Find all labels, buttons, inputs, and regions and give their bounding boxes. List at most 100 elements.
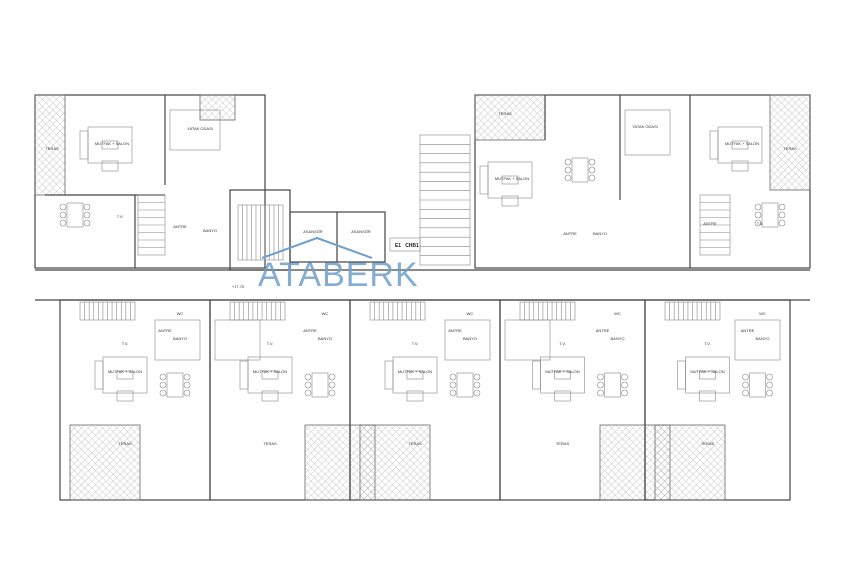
room-label-living: MUTFAK + SALON: [95, 141, 129, 146]
dining-table: [456, 372, 474, 398]
rug: [247, 356, 293, 394]
room-label-tv: T.V.: [117, 214, 124, 219]
armchair: [554, 390, 571, 402]
terrace: [769, 94, 811, 191]
dining-table: [311, 372, 329, 398]
room-label-entrance: ANTRE: [703, 221, 717, 226]
dining-table: [749, 372, 766, 398]
chair: [328, 373, 336, 381]
chair: [159, 381, 167, 389]
room-label-tv: T.V.: [267, 341, 274, 346]
chair: [766, 373, 773, 381]
chair: [83, 211, 91, 219]
sofa: [532, 360, 541, 390]
chair: [59, 203, 67, 211]
room-label-bath: BANYO: [610, 336, 624, 341]
sofa: [79, 130, 89, 160]
room-label-living: MUTFAK + SALON: [725, 141, 759, 146]
chair: [449, 381, 457, 389]
chair: [766, 381, 773, 389]
rug: [392, 356, 438, 394]
bed: [169, 109, 221, 151]
room-label-entrance: ANTRE: [563, 231, 577, 236]
chair: [778, 211, 786, 219]
chair: [778, 219, 786, 227]
coffee-table: [501, 175, 519, 185]
coffee-table: [699, 370, 716, 380]
coffee-table: [261, 370, 279, 380]
terrace: [474, 94, 546, 141]
chair: [449, 389, 457, 397]
chair: [588, 158, 596, 166]
rug: [102, 356, 148, 394]
coffee-table: [406, 370, 424, 380]
chair: [328, 381, 336, 389]
chair: [183, 373, 191, 381]
room-label-terrace: TERAS: [701, 441, 715, 446]
room-label-entrance: ANTRE: [303, 328, 317, 333]
chair: [597, 381, 604, 389]
room-label-tv: T.V.: [704, 341, 711, 346]
room-label-wc: WC: [177, 311, 184, 316]
armchair: [261, 390, 279, 402]
dining-table: [604, 372, 621, 398]
room-label-elevator: ASANSÖR: [351, 229, 371, 234]
chair: [621, 389, 628, 397]
room-label-tv: T.V.: [757, 221, 764, 226]
chair: [473, 381, 481, 389]
sofa: [677, 360, 686, 390]
room-label-bath: BANYO: [203, 228, 217, 233]
rug: [540, 356, 585, 394]
chair: [83, 203, 91, 211]
chair: [778, 203, 786, 211]
chair: [597, 373, 604, 381]
room-label-bath: BANYO: [318, 336, 332, 341]
bath: [444, 319, 491, 361]
room-label-entrance: ANTRE: [596, 328, 610, 333]
room-label-entrance: ANTRE: [741, 328, 755, 333]
bath: [504, 319, 551, 361]
chair: [59, 219, 67, 227]
room-label-entrance: ANTRE: [448, 328, 462, 333]
chair: [304, 381, 312, 389]
armchair: [731, 160, 749, 172]
chair: [742, 389, 749, 397]
chair: [159, 373, 167, 381]
room-label-living: MUTFAK + SALON: [495, 176, 529, 181]
chair: [588, 174, 596, 182]
room-label-terrace: TERAS: [556, 441, 570, 446]
chair: [621, 381, 628, 389]
chair: [564, 158, 572, 166]
room-label-chb1: CHB1: [405, 243, 419, 249]
room-label-wc: WC: [614, 311, 621, 316]
chair: [588, 166, 596, 174]
room-label-entrance: ANTRE: [158, 328, 172, 333]
watermark-logo: ATABERK: [258, 256, 419, 294]
sofa: [479, 165, 489, 195]
dining-table: [66, 202, 84, 228]
chair: [59, 211, 67, 219]
chair: [754, 211, 762, 219]
chair: [159, 389, 167, 397]
chair: [328, 389, 336, 397]
coffee-table: [554, 370, 571, 380]
room-label-wc: WC: [759, 311, 766, 316]
dining-table: [166, 372, 184, 398]
chair: [754, 219, 762, 227]
room-label-e1: E1: [395, 243, 401, 249]
coffee-table: [101, 140, 119, 150]
bath: [734, 319, 781, 361]
room-label-living: MUTFAK + SALON: [690, 369, 724, 374]
sofa: [709, 130, 719, 160]
chair: [473, 373, 481, 381]
chair: [766, 389, 773, 397]
room-label-level: +17.70: [232, 284, 245, 289]
room-label-terrace: TERAS: [263, 441, 277, 446]
room-label-terrace: TERAS: [498, 111, 512, 116]
chair: [183, 389, 191, 397]
room-label-bedroom: YATAK ODASI: [187, 126, 213, 131]
armchair: [406, 390, 424, 402]
chair: [754, 203, 762, 211]
